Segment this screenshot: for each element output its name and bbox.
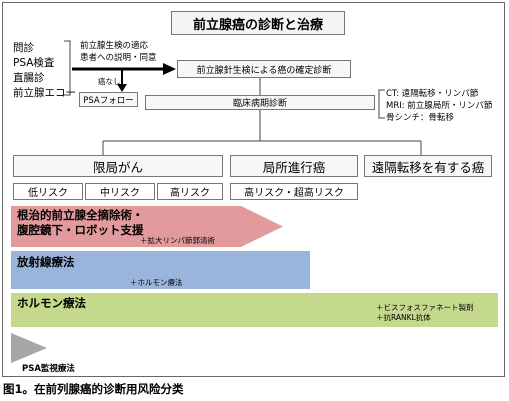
diagram-title: 前立腺癌の診断と治療 xyxy=(171,11,345,35)
imaging-item-bone-scan: 骨シンチ：骨転移 xyxy=(386,113,455,123)
radiation-note: ＋ホルモン療法 xyxy=(130,278,183,287)
hormone-notes: ＋ビスフォスファネート製剤 ＋抗RANKL抗体 xyxy=(376,303,474,323)
consent-line: 患者への説明・同意 xyxy=(80,53,157,63)
surgery-label-line1: 根治的前立腺全摘除術・ xyxy=(17,208,144,222)
psa-monitoring-triangle xyxy=(11,333,47,363)
risk-low: 低リスク xyxy=(13,183,83,200)
biopsy-indication-line: 前立腺生検の適応 xyxy=(80,41,149,51)
diagram-frame xyxy=(2,2,505,377)
imaging-item-mri: MRI: 前立腺局所・リンパ節 xyxy=(386,101,493,111)
psa-monitoring-label: PSA監視療法 xyxy=(22,364,75,374)
figure-caption: 图1。在前列腺癌的诊断用风险分类 xyxy=(3,382,184,396)
stage-localized: 限局がん xyxy=(13,155,223,177)
risk-intermediate: 中リスク xyxy=(85,183,155,200)
risk-high: 高リスク xyxy=(157,183,223,200)
radiation-label: 放射線療法 xyxy=(17,255,75,269)
hormone-band xyxy=(11,293,498,327)
imaging-list: CT: 遠隔転移・リンパ節 MRI: 前立腺局所・リンパ節 骨シンチ：骨転移 xyxy=(386,88,492,124)
biopsy-indication: 前立腺生検の適応 患者への説明・同意 xyxy=(80,40,157,64)
stage-locally-advanced: 局所進行癌 xyxy=(230,155,358,177)
risk-high-very-high: 高リスク・超高リスク xyxy=(230,183,358,200)
screening-item-ultrasound: 前立腺エコー xyxy=(13,87,76,99)
hormone-label: ホルモン療法 xyxy=(17,296,86,310)
clinical-staging-box: 臨床病期診断 xyxy=(145,95,375,110)
screening-item-psa-test: PSA検査 xyxy=(13,57,55,69)
imaging-item-ct: CT: 遠隔転移・リンパ節 xyxy=(386,89,479,99)
stage-metastatic: 遠隔転移を有する癌 xyxy=(364,155,492,177)
biopsy-diagnosis-box: 前立腺針生検による癌の確定診断 xyxy=(177,60,351,78)
surgery-label-line2: 腹腔鏡下・ロボット支援 xyxy=(17,223,144,237)
radiation-band xyxy=(11,251,310,289)
psa-follow-box: PSAフォロー xyxy=(79,92,138,107)
screening-list: 問診 PSA検査 直腸診 前立腺エコー xyxy=(13,41,76,101)
surgery-note: ＋拡大リンパ節郭清術 xyxy=(140,236,215,245)
no-cancer-label: 癌なし xyxy=(98,77,121,86)
surgery-band xyxy=(11,206,283,247)
surgery-label: 根治的前立腺全摘除術・ 腹腔鏡下・ロボット支援 xyxy=(17,208,144,238)
hormone-note-bisphosphonate: ＋ビスフォスファネート製剤 xyxy=(376,303,474,312)
screening-item-interview: 問診 xyxy=(13,42,34,54)
hormone-note-anti-rankl: ＋抗RANKL抗体 xyxy=(376,313,431,322)
screening-item-rectal-exam: 直腸診 xyxy=(13,72,45,84)
